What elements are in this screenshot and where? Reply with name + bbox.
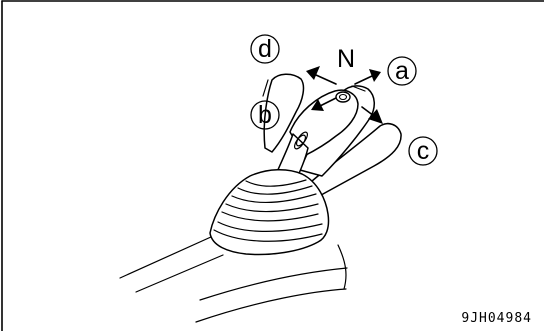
arrow-to-a [354,69,381,85]
svg-text:d: d [258,35,272,63]
arrow-to-d [306,66,337,85]
label-a: a [387,56,417,86]
console-surface [119,231,348,323]
label-c: c [408,136,438,166]
lever-position-b-d [262,73,305,153]
label-b: b [250,100,280,130]
lever-boot [209,169,330,256]
arrow-to-b [311,97,337,111]
arrow-to-c [361,106,383,124]
label-neutral: N [337,45,355,73]
label-d: d [250,34,280,64]
lever-position-c [303,122,402,201]
svg-text:b: b [258,101,272,129]
figure-code: 9JH04984 [461,311,532,326]
svg-text:a: a [395,57,409,85]
svg-text:c: c [417,137,430,165]
lever-top-button [335,91,351,103]
